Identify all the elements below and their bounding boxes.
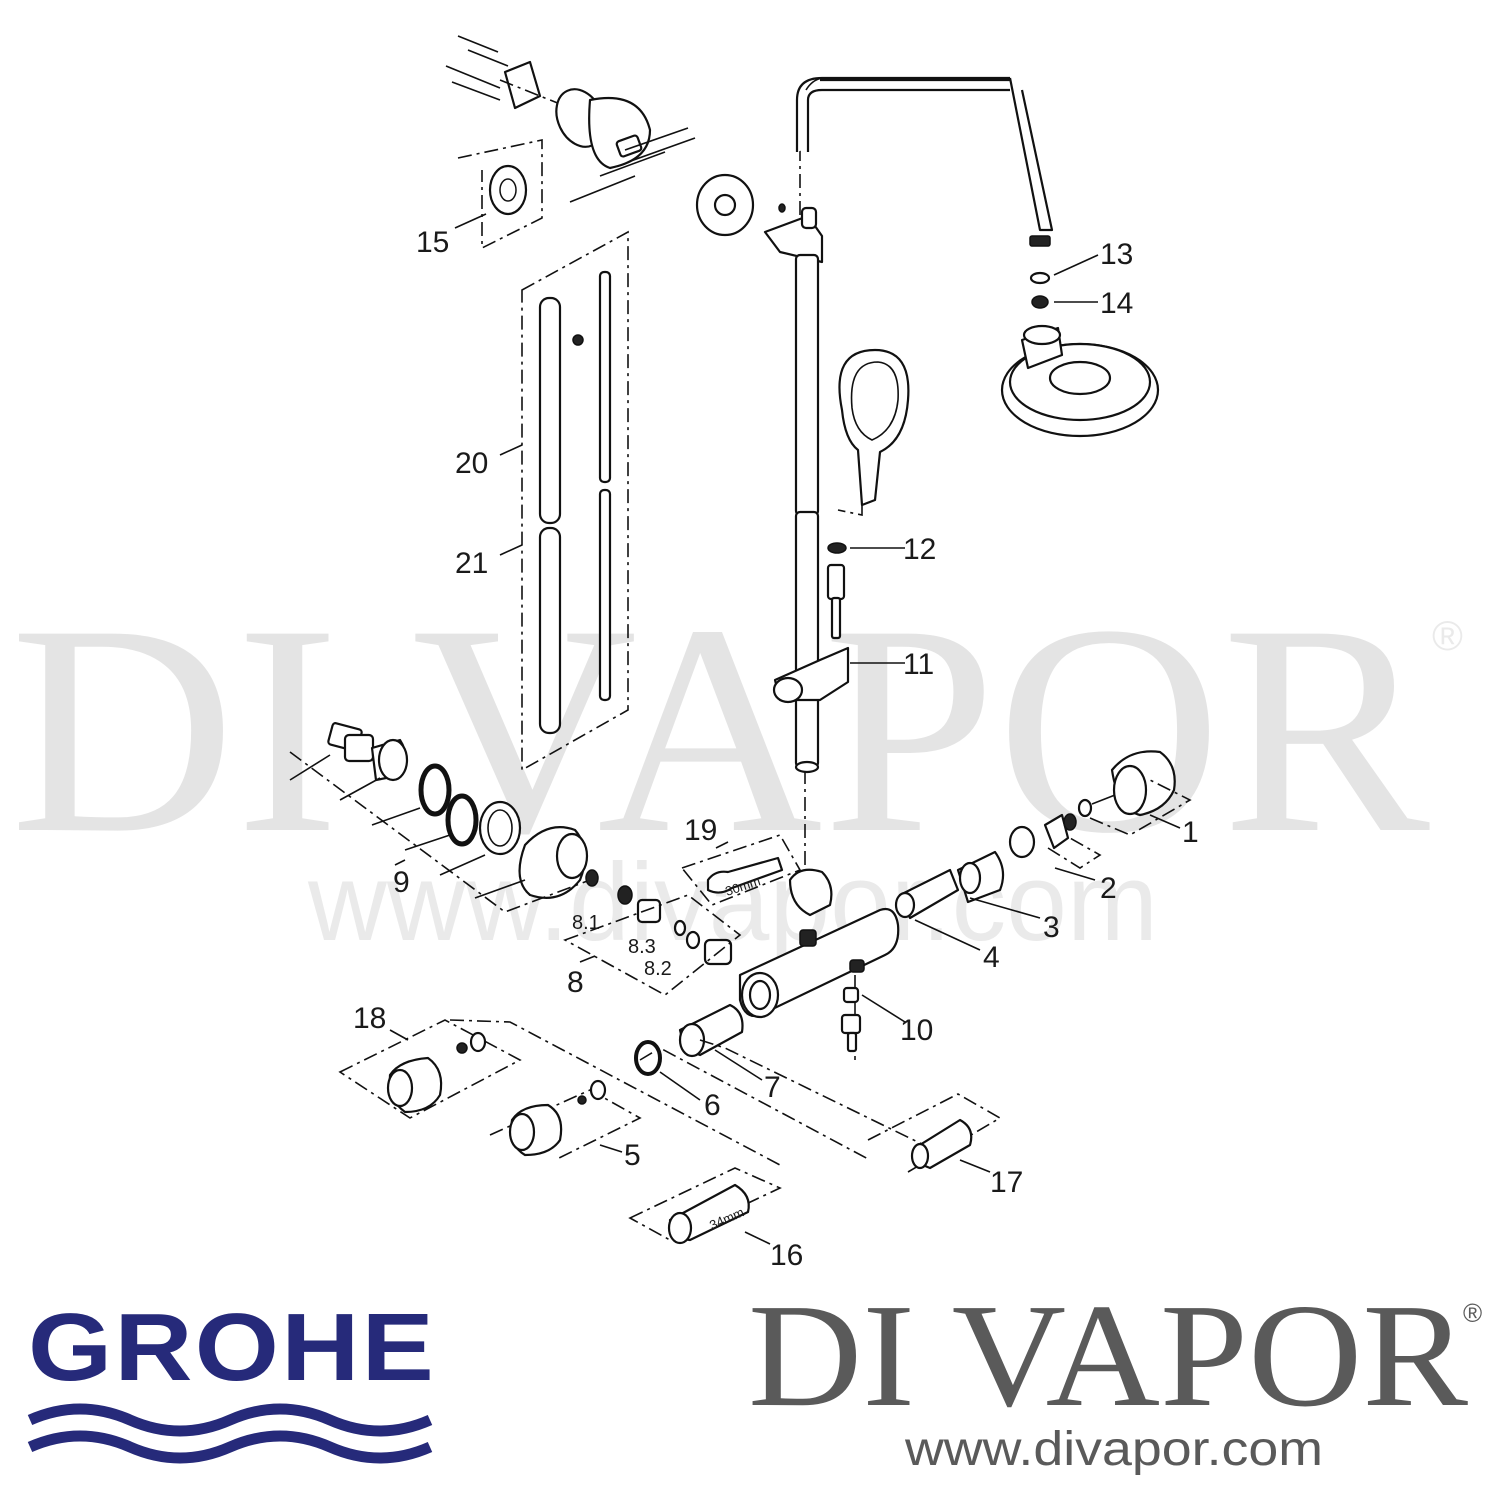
- label-4: 4: [983, 941, 1000, 974]
- lower-components: [338, 1003, 1002, 1245]
- label-8: 8: [567, 966, 584, 999]
- label-8-1: 8.1: [572, 912, 600, 934]
- label-17: 17: [990, 1166, 1023, 1199]
- label-20: 20: [455, 447, 488, 480]
- wall-bracket-assembly: [445, 35, 755, 250]
- rail-pieces: [499, 230, 629, 772]
- watermark: DI VAPOR ® www.divapor.com: [10, 563, 1463, 964]
- label-3: 3: [1043, 911, 1060, 944]
- watermark-brand: DI VAPOR: [10, 563, 1432, 895]
- label-11: 11: [903, 648, 934, 681]
- divapor-logo-text: DI VAPOR: [748, 1274, 1468, 1438]
- grohe-logo: GROHE: [27, 1294, 436, 1464]
- thermostat-body: [738, 868, 906, 1060]
- label-19: 19: [684, 814, 717, 847]
- label-7: 7: [764, 1071, 781, 1104]
- label-15: 15: [416, 226, 449, 259]
- label-16: 16: [770, 1239, 803, 1272]
- label-8-2: 8.2: [644, 958, 672, 980]
- divapor-reg-mark: ®: [1463, 1298, 1482, 1328]
- label-5: 5: [624, 1139, 641, 1172]
- label-18: 18: [353, 1002, 386, 1035]
- label-12: 12: [903, 533, 936, 566]
- left-valve-group: [289, 722, 591, 913]
- divapor-logo: DI VAPOR ® www.divapor.com: [748, 1274, 1482, 1476]
- right-side-components: [894, 750, 1192, 951]
- shower-column: [763, 76, 1160, 870]
- grohe-wave-2: [27, 1430, 433, 1464]
- divapor-url: www.divapor.com: [904, 1423, 1323, 1476]
- grohe-wave-1: [27, 1403, 433, 1437]
- label-9: 9: [393, 866, 410, 899]
- grohe-logo-text: GROHE: [28, 1294, 436, 1401]
- label-14: 14: [1100, 287, 1133, 320]
- label-1: 1: [1182, 816, 1199, 849]
- watermark-url: www.divapor.com: [307, 841, 1158, 964]
- label-13: 13: [1100, 238, 1133, 271]
- label-2: 2: [1100, 872, 1117, 905]
- group-8-parts: [563, 869, 742, 996]
- label-6: 6: [704, 1089, 721, 1122]
- wrench-tool-19: [680, 834, 802, 906]
- watermark-reg: ®: [1432, 612, 1463, 659]
- label-10: 10: [900, 1014, 933, 1047]
- label-21: 21: [455, 547, 488, 580]
- label-8-3: 8.3: [628, 936, 656, 958]
